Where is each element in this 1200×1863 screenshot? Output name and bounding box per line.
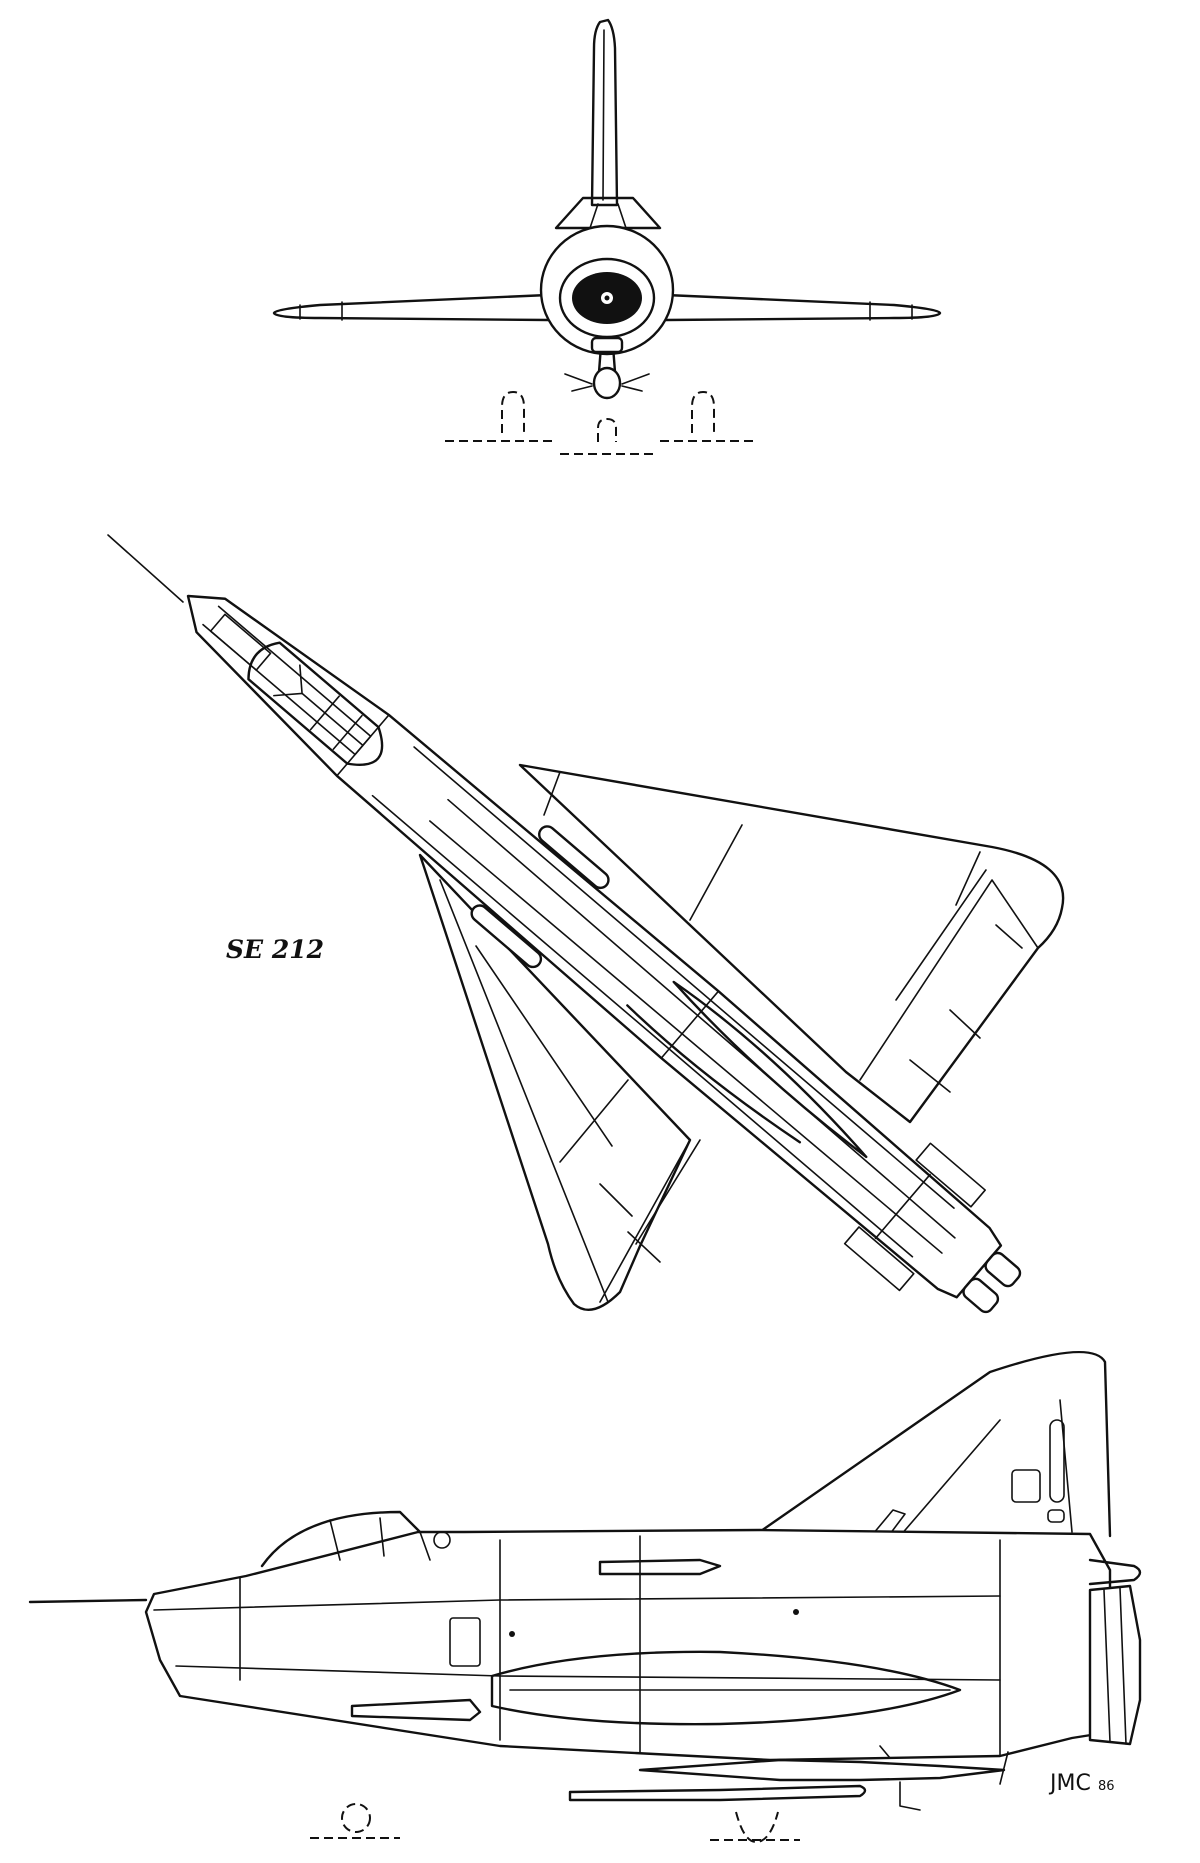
side-view: JMC 86: [28, 1350, 1142, 1844]
drawing-title: SE 212: [226, 935, 324, 964]
front-view: [272, 18, 942, 455]
artist-signature: JMC: [1048, 1771, 1091, 1796]
plan-view: SE 212: [107, 534, 1065, 1314]
signature-year: 86: [1098, 1779, 1115, 1794]
